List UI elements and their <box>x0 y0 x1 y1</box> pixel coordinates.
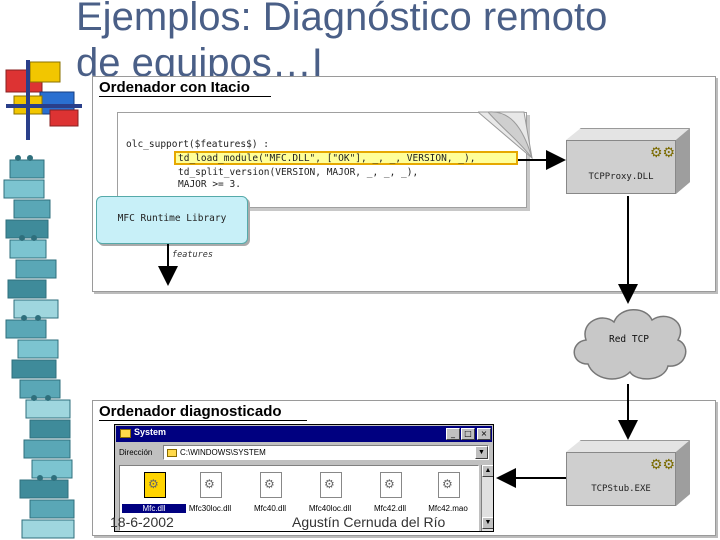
top-panel-title-underline <box>99 96 271 97</box>
dll-file-icon <box>438 472 460 498</box>
slide-title-line-1: Ejemplos: Diagnóstico remoto <box>76 0 608 39</box>
window-titlebar[interactable]: System _ □ × <box>116 426 492 442</box>
scroll-up-button[interactable]: ▲ <box>482 465 493 477</box>
footer-date: 18-6-2002 <box>110 514 174 530</box>
top-panel-title: Ordenador con Itacio <box>99 79 250 96</box>
maximize-button[interactable]: □ <box>461 428 475 440</box>
chevron-down-icon[interactable]: ▼ <box>475 446 488 459</box>
features-label: features <box>172 250 213 260</box>
scroll-down-button[interactable]: ▼ <box>482 517 493 529</box>
address-value: C:\WINDOWS\SYSTEM <box>180 448 266 457</box>
code-line: olc_support($features$) : <box>126 139 269 150</box>
tcp-proxy-box: ⚙⚙ TCPProxy.DLL <box>566 128 690 194</box>
file-name: Mfc42.dll <box>373 504 406 513</box>
tcp-stub-label: TCPStub.EXE <box>591 484 651 494</box>
bottom-panel-title: Ordenador diagnosticado <box>99 403 282 420</box>
mfc-runtime-library-box: MFC Runtime Library <box>96 196 248 244</box>
address-field[interactable]: C:\WINDOWS\SYSTEM ▼ <box>163 445 489 460</box>
code-line-highlighted: td_load_module("MFC.DLL", ["OK"], _, _, … <box>178 153 476 164</box>
file-name: Mfc.dll <box>122 504 186 513</box>
minimize-button[interactable]: _ <box>446 428 460 440</box>
file-item[interactable]: Mfc42.dll <box>358 470 418 518</box>
folder-icon <box>120 429 131 438</box>
dll-file-icon <box>380 472 402 498</box>
file-item[interactable]: Mfc40.dll <box>238 470 298 518</box>
lego-decoration <box>3 60 82 539</box>
dll-file-icon <box>144 472 166 498</box>
file-item[interactable]: Mfc.dll <box>122 470 186 518</box>
explorer-window: System _ □ × Dirección C:\WINDOWS\SYSTEM… <box>114 424 494 532</box>
window-title: System <box>134 427 167 437</box>
file-item[interactable]: Mfc40loc.dll <box>298 470 358 518</box>
gears-icon: ⚙⚙ <box>650 456 676 472</box>
vertical-scrollbar[interactable]: ▲ ▼ <box>481 465 493 531</box>
dll-file-icon <box>260 472 282 498</box>
network-cloud: Red TCP <box>566 302 692 384</box>
code-sheet: olc_support($features$) : td_load_module… <box>117 112 527 208</box>
file-name: Mfc40.dll <box>253 504 286 513</box>
network-cloud-label: Red TCP <box>608 334 650 345</box>
mfc-runtime-library-label: MFC Runtime Library <box>117 213 227 224</box>
dll-file-icon <box>200 472 222 498</box>
page-curl-icon <box>478 111 533 160</box>
file-name: Mfc40loc.dll <box>308 504 352 513</box>
bottom-panel-title-underline <box>99 420 307 421</box>
file-name: Mfc42.mao <box>428 504 468 513</box>
code-highlight <box>174 151 518 165</box>
code-line: td_split_version(VERSION, MAJOR, _, _, _… <box>178 167 419 178</box>
folder-icon <box>167 449 177 457</box>
file-name: Mfc30loc.dll <box>188 504 232 513</box>
tcp-stub-box: ⚙⚙ TCPStub.EXE <box>566 440 690 506</box>
file-list: Mfc.dll Mfc30loc.dll Mfc40.dll Mfc40loc.… <box>119 465 479 531</box>
file-item[interactable]: Mfc42.mao <box>416 470 476 518</box>
dll-file-icon <box>320 472 342 498</box>
gears-icon: ⚙⚙ <box>650 144 676 160</box>
file-item[interactable]: Mfc30loc.dll <box>178 470 238 518</box>
tcp-proxy-label: TCPProxy.DLL <box>588 172 654 182</box>
address-label: Dirección <box>119 448 153 457</box>
code-line: MAJOR >= 3. <box>178 179 241 190</box>
footer-author: Agustín Cernuda del Río <box>292 514 446 530</box>
close-button[interactable]: × <box>477 428 491 440</box>
